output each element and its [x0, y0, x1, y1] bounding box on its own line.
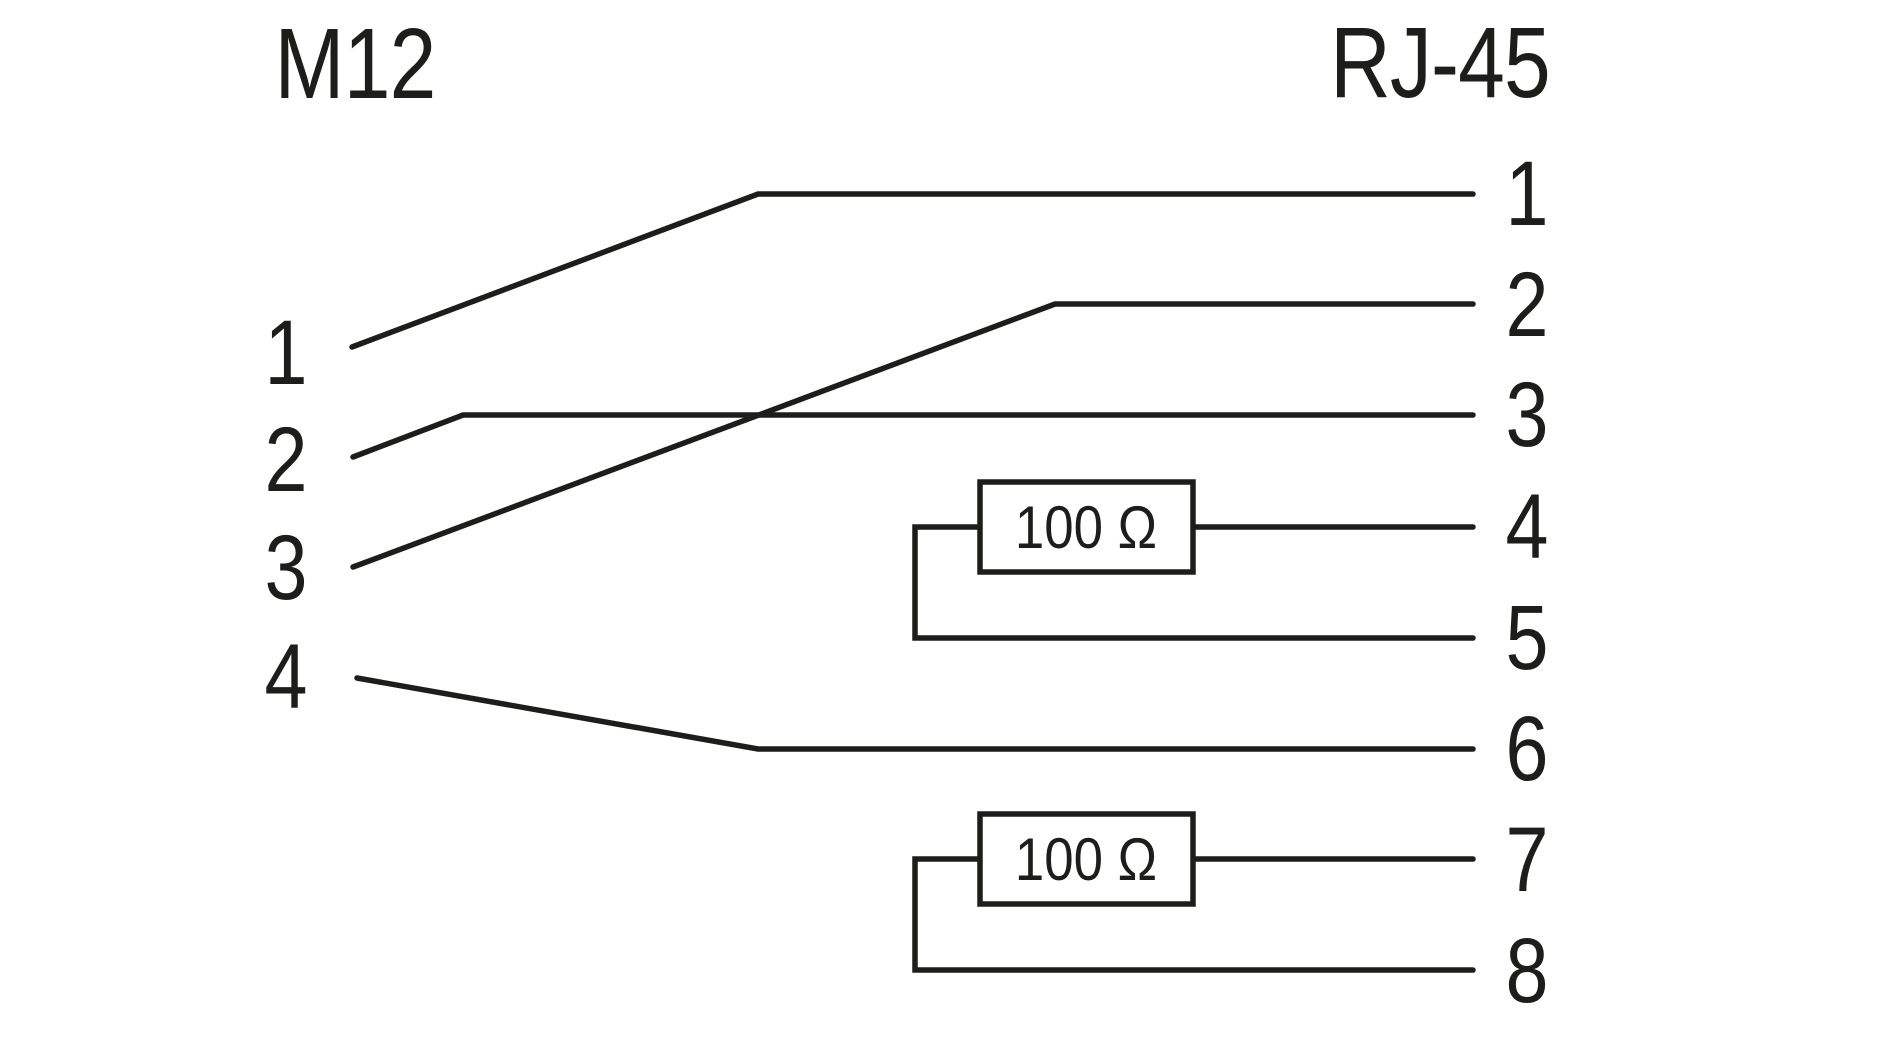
m12-pin-2-label: 2 [264, 409, 308, 511]
resistor-2-value-label: 100 Ω [1014, 826, 1158, 893]
rj45-connector-title: RJ-45 [1330, 7, 1551, 119]
wire-m12-2-to-rj45-3 [350, 412, 1476, 460]
wire-m12-1-to-rj45-1 [349, 191, 1476, 350]
wire-resistor-1-loop-to-rj45-5 [912, 524, 1476, 641]
rj45-pin-2-label: 2 [1505, 254, 1549, 356]
rj45-pin-7-label: 7 [1505, 809, 1549, 911]
rj45-pin-4-label: 4 [1505, 476, 1549, 578]
rj45-pin-3-label: 3 [1505, 364, 1549, 466]
wire-m12-3-to-rj45-2 [350, 301, 1476, 570]
m12-pin-4-label: 4 [264, 626, 308, 728]
rj45-pin-6-label: 6 [1505, 698, 1549, 800]
wire-m12-4-to-rj45-6 [354, 675, 1476, 752]
wire-resistor-2-loop-to-rj45-8 [912, 856, 1476, 973]
m12-connector-title: M12 [274, 8, 437, 120]
rj45-pin-8-label: 8 [1505, 920, 1549, 1022]
resistor-1-value-label: 100 Ω [1014, 494, 1158, 561]
resistor-1-box [977, 479, 1196, 575]
m12-pin-3-label: 3 [264, 517, 308, 619]
rj45-pin-5-label: 5 [1505, 587, 1549, 689]
m12-pin-1-label: 1 [264, 302, 308, 404]
rj45-pin-1-label: 1 [1505, 143, 1549, 245]
resistor-2-box [977, 811, 1196, 907]
